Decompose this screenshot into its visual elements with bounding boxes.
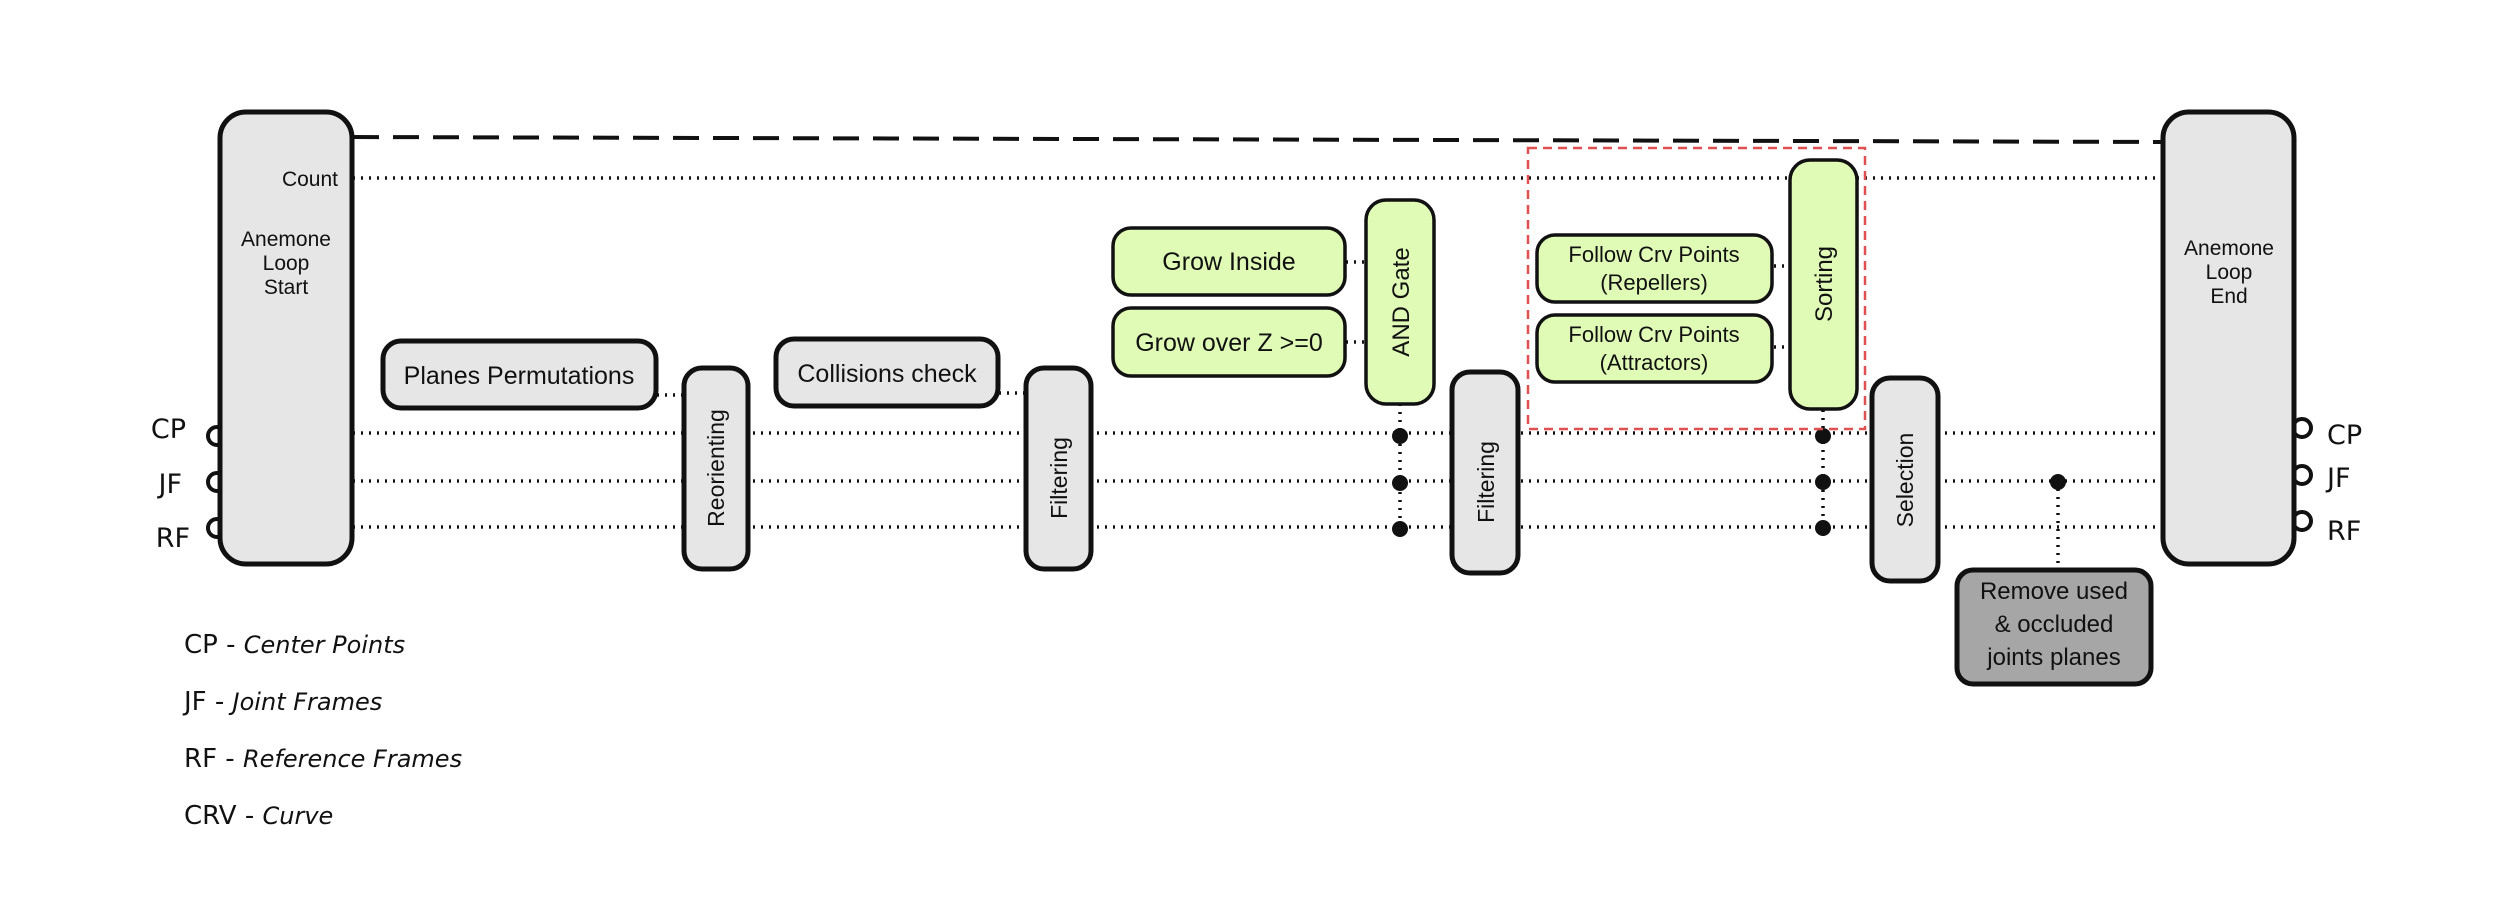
- collisions-check-node[interactable]: Collisions check: [773, 336, 1001, 409]
- follow-attractors-label-line: (Attractors): [1600, 350, 1709, 375]
- left-port-labels: CP JF RF: [151, 414, 190, 554]
- filtering-box: [1449, 369, 1521, 576]
- remove-used-label-line: Remove used: [1980, 578, 2128, 605]
- port-label-jf-left: JF: [157, 469, 183, 500]
- filtering-node[interactable]: Filtering: [1449, 369, 1521, 576]
- follow-attractors-label-line: Follow Crv Points: [1568, 322, 1739, 347]
- filtering-label: Filtering: [1046, 437, 1072, 519]
- anemone-loop-start-node[interactable]: Count Anemone Loop Start: [217, 109, 355, 567]
- port-label-cp-left: CP: [151, 414, 186, 445]
- follow-repellers-label-line: Follow Crv Points: [1568, 242, 1739, 267]
- legend-sep: -: [236, 801, 263, 831]
- remove-used-label-line: & occluded: [1995, 611, 2114, 638]
- loop-end-title-line: Anemone: [2184, 237, 2274, 260]
- loop-feedback-line: [352, 135, 2171, 144]
- legend-item-rf: RF - Reference Frames: [184, 744, 462, 774]
- loop-start-title-line: Loop: [263, 252, 310, 275]
- port-label-rf-left: RF: [156, 523, 190, 554]
- planes-permutations-label: Planes Permutations: [404, 362, 635, 390]
- signal-lines: [353, 176, 2170, 570]
- legend-abbr: CP: [184, 630, 218, 660]
- grow-over-z-label: Grow over Z >=0: [1135, 329, 1323, 357]
- legend-abbr: CRV: [184, 801, 237, 831]
- junction-dot: [1392, 521, 1408, 537]
- legend-item-cp: CP - Center Points: [184, 630, 405, 660]
- curve-group-highlight: [1526, 146, 1867, 431]
- sorting-node[interactable]: Sorting: [1788, 158, 1859, 411]
- junction-dot: [1815, 520, 1831, 536]
- and-gate-box: [1364, 198, 1436, 406]
- grow-inside-node[interactable]: Grow Inside: [1111, 226, 1347, 297]
- remove-used-label-line: joints planes: [1986, 644, 2120, 671]
- legend-meaning: Center Points: [243, 631, 406, 659]
- legend-item-jf: JF - Joint Frames: [184, 687, 382, 717]
- follow-attractors-box: [1535, 313, 1774, 384]
- anemone-loop-end-node[interactable]: Anemone Loop End: [2160, 109, 2297, 567]
- selection-label: Selection: [1892, 433, 1918, 528]
- legend-sep: -: [217, 744, 243, 774]
- loop-start-title-line: Start: [264, 276, 309, 299]
- collisions-check-label: Collisions check: [797, 360, 977, 388]
- loop-start-box: [217, 109, 355, 567]
- junction-dot: [1815, 474, 1831, 490]
- collisions-check-box: [773, 336, 1001, 409]
- legend-meaning: Reference Frames: [242, 745, 463, 773]
- selection-box: [1869, 375, 1941, 584]
- planes-permutations-box: [380, 338, 659, 411]
- loop-end-title-line: End: [2210, 285, 2247, 308]
- follow-repellers-node[interactable]: Follow Crv Points (Repellers): [1535, 233, 1774, 304]
- remove-used-planes-node[interactable]: Remove used & occluded joints planes: [1954, 567, 2154, 687]
- sorting-label: Sorting: [1811, 246, 1838, 322]
- loop-end-title-line: Loop: [2206, 261, 2253, 284]
- legend-abbr: RF: [184, 744, 218, 774]
- remove-used-box: [1954, 567, 2154, 687]
- follow-attractors-node[interactable]: Follow Crv Points (Attractors): [1535, 313, 1774, 384]
- count-label: Count: [282, 168, 338, 191]
- loop-start-title-line: Anemone: [241, 228, 331, 251]
- legend-sep: -: [217, 630, 244, 660]
- selection-node[interactable]: Selection: [1869, 375, 1941, 584]
- right-port-labels: CP JF RF: [2325, 420, 2362, 547]
- grow-over-z-node[interactable]: Grow over Z >=0: [1111, 306, 1347, 378]
- filtering-node[interactable]: Filtering: [1023, 365, 1094, 572]
- reorienting-box: [681, 365, 751, 572]
- legend-meaning: Joint Frames: [232, 688, 383, 716]
- loop-end-box: [2160, 109, 2297, 567]
- junction-dot: [1392, 475, 1408, 491]
- grow-over-z-box: [1111, 306, 1347, 378]
- and-gate-label: AND Gate: [1388, 247, 1415, 356]
- and-gate-node[interactable]: AND Gate: [1364, 198, 1436, 406]
- follow-repellers-label-line: (Repellers): [1600, 270, 1708, 295]
- reorienting-label: Reorienting: [703, 409, 729, 527]
- junction-dots: [1392, 428, 2066, 537]
- filtering-label: Filtering: [1473, 441, 1499, 523]
- port-label-cp-right: CP: [2327, 420, 2362, 451]
- follow-repellers-box: [1535, 233, 1774, 304]
- junction-dot: [2050, 474, 2066, 490]
- junction-dot: [1392, 428, 1408, 444]
- junction-dot: [1815, 428, 1831, 444]
- grow-inside-box: [1111, 226, 1347, 297]
- grow-inside-label: Grow Inside: [1162, 248, 1295, 276]
- legend-sep: -: [206, 687, 233, 717]
- legend-meaning: Curve: [262, 802, 334, 830]
- filtering-box: [1023, 365, 1094, 572]
- port-label-jf-right: JF: [2325, 463, 2351, 494]
- port-label-rf-right: RF: [2327, 516, 2361, 547]
- legend-item-crv: CRV - Curve: [184, 801, 333, 831]
- sorting-box: [1788, 158, 1859, 411]
- planes-permutations-node[interactable]: Planes Permutations: [380, 338, 659, 411]
- legend-abbr: JF: [184, 687, 207, 717]
- reorienting-node[interactable]: Reorienting: [681, 365, 751, 572]
